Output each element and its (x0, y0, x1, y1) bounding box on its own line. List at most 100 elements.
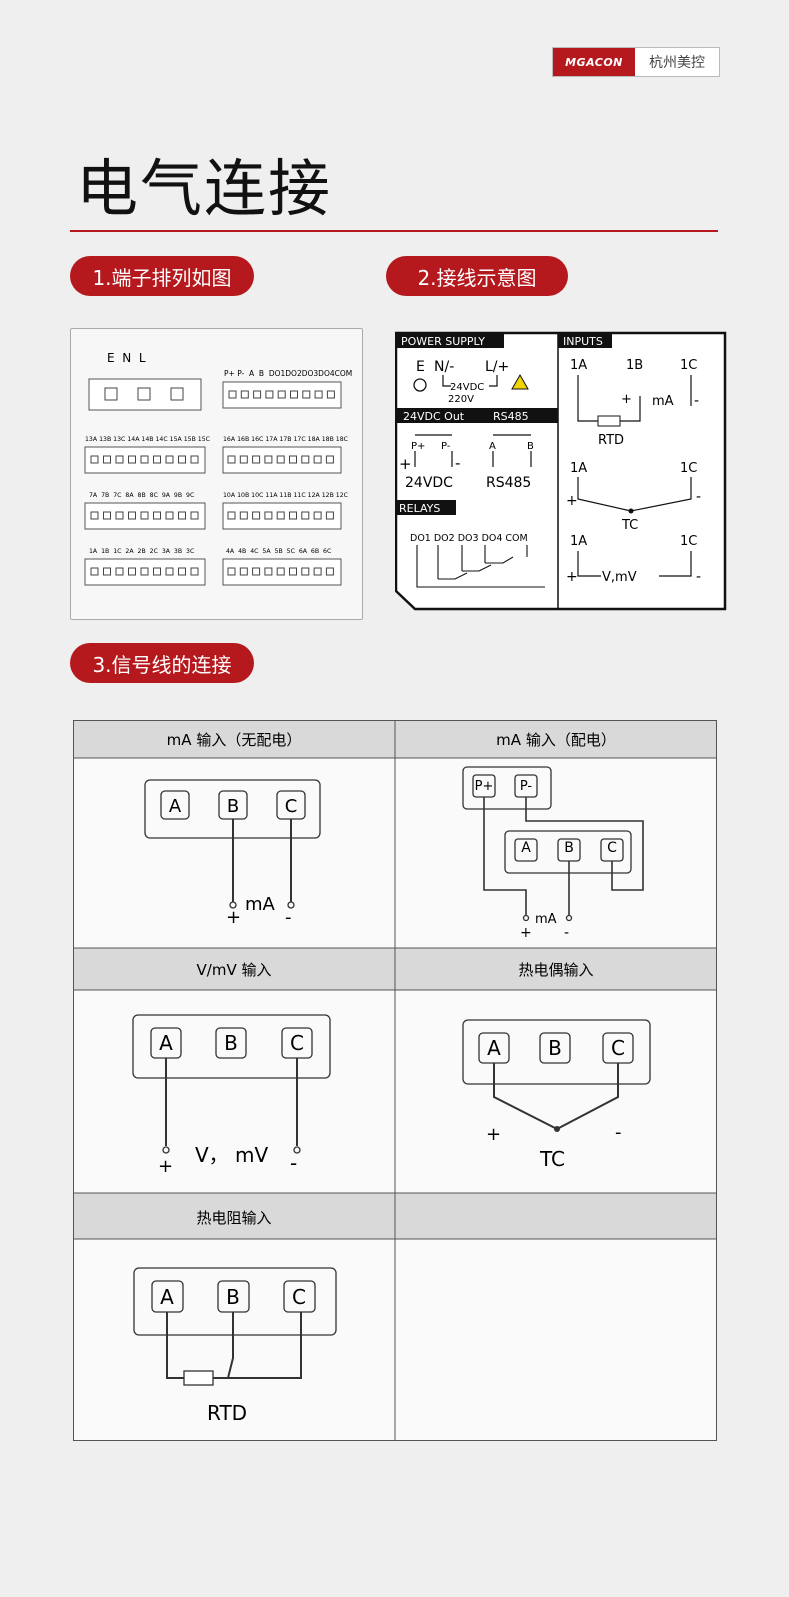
input-1a-label: 1A (570, 358, 587, 373)
earth-label: E (416, 359, 425, 375)
cell4-b: B (548, 1036, 562, 1060)
terminal-square (228, 390, 237, 399)
cell2-p-plus: P+ (475, 779, 494, 794)
neutral-label: N/- (434, 359, 454, 375)
row3-left-labels: 1A 1B 1C 2A 2B 2C 3A 3B 3C (89, 548, 194, 555)
rs485-b-label: B (527, 441, 534, 452)
v-plus-label: + (566, 569, 578, 585)
terminal-layout-diagram: E N L P+ P- A B DO1DO2DO3DO4COM 13A 13B … (84, 351, 352, 586)
terminal-square (276, 567, 285, 576)
terminal-square (115, 511, 124, 520)
cell3-minus: - (290, 1151, 297, 1175)
terminal-square (190, 455, 199, 464)
terminal-square (165, 511, 174, 520)
row2-left-labels: 7A 7B 7C 8A 8B 8C 9A 9B 9C (89, 492, 194, 499)
terminal-square (289, 455, 297, 464)
cell1-minus: - (285, 907, 292, 928)
cell5-a: A (160, 1285, 174, 1309)
power-supply-label: POWER SUPPLY (401, 335, 485, 348)
dc-plus-label: + (399, 455, 412, 473)
header-rtd: 热电阻输入 (196, 1209, 271, 1227)
voltage-220v-label: 220V (448, 394, 474, 405)
terminal-square (289, 511, 297, 520)
v-1c-label: 1C (680, 534, 697, 549)
cell1-plus: + (226, 907, 241, 928)
cell2-a: A (521, 840, 531, 856)
section-2-heading: 2.接线示意图 (386, 256, 568, 296)
terminal-square (314, 390, 323, 399)
cell2-p-minus: P- (520, 779, 533, 794)
terminal-square (90, 567, 99, 576)
input-1b-label: 1B (626, 358, 643, 373)
input-plus-label: + (621, 392, 632, 407)
cell2-b: B (564, 840, 574, 856)
cell2-plus: + (520, 925, 532, 941)
24vdc-out-label: 24VDC Out (403, 410, 465, 423)
title-divider (70, 230, 718, 232)
terminal-square (264, 455, 273, 464)
terminal-square (128, 455, 136, 464)
terminal-square (153, 455, 161, 464)
terminal-square (178, 455, 186, 464)
cell4-c: C (611, 1036, 625, 1060)
cell3-v-mv-label: V， mV (195, 1143, 269, 1167)
warning-icon (511, 373, 529, 390)
wiring-schematic-diagram: POWER SUPPLY INPUTS E N/- L/+ 24VDC 220V… (394, 331, 727, 611)
terminal-square (90, 455, 99, 464)
terminal-square (313, 455, 322, 464)
power-terminal-block (88, 378, 202, 411)
cell5-c: C (292, 1285, 306, 1309)
header-v-mv: V/mV 输入 (197, 961, 272, 979)
cell1-c: C (285, 796, 298, 817)
row1-right-labels: 16A 16B 16C 17A 17B 17C 18A 18B 18C (223, 436, 348, 443)
input-ma-label: mA (652, 394, 674, 409)
terminal-square (276, 511, 285, 520)
relays-label: RELAYS (399, 502, 440, 515)
tc-1c-label: 1C (680, 461, 697, 476)
terminal-square (103, 511, 111, 520)
terminal-square (227, 455, 236, 464)
input-rtd-label: RTD (598, 433, 624, 448)
terminal-square (103, 567, 111, 576)
wiring-schematic-panel: POWER SUPPLY INPUTS E N/- L/+ 24VDC 220V… (394, 331, 729, 611)
input-1c-label: 1C (680, 358, 697, 373)
terminal-square (290, 390, 298, 399)
terminal-square (90, 511, 99, 520)
cell1-b: B (227, 796, 239, 817)
logo-brand: MGACON (553, 48, 635, 76)
cell1-ma-label: mA (245, 894, 276, 915)
cell4-a: A (487, 1036, 501, 1060)
tc-1a-label: 1A (570, 461, 587, 476)
terminal-square (313, 567, 322, 576)
cell5-rtd-label: RTD (207, 1401, 247, 1425)
p-plus-label: P+ (411, 441, 425, 452)
header-ma-powered: mA 输入（配电） (496, 731, 616, 749)
terminal-square (140, 567, 149, 576)
dc-minus-label: - (455, 454, 460, 472)
terminal-square (253, 390, 262, 399)
terminal-square (190, 567, 199, 576)
inputs-label: INPUTS (563, 335, 603, 348)
cell2-minus: - (564, 925, 569, 941)
company-logo: MGACON 杭州美控 (552, 47, 720, 77)
terminal-square (301, 455, 310, 464)
terminal-square (165, 455, 174, 464)
terminal-square (115, 455, 124, 464)
cell3-a: A (159, 1031, 173, 1055)
cell5-b: B (226, 1285, 240, 1309)
terminal-layout-panel: E N L P+ P- A B DO1DO2DO3DO4COM 13A 13B … (70, 328, 363, 620)
row2-right-labels: 10A 10B 10C 11A 11B 11C 12A 12B 12C (223, 492, 348, 499)
terminal-square (252, 567, 261, 576)
terminal-square (178, 567, 186, 576)
terminal-square (313, 511, 322, 520)
io-terminal-labels: P+ P- A B DO1DO2DO3DO4COM (224, 369, 352, 378)
row3-right-labels: 4A 4B 4C 5A 5B 5C 6A 6B 6C (226, 548, 331, 555)
terminal-square (289, 567, 297, 576)
section-3-heading: 3.信号线的连接 (70, 643, 254, 683)
terminal-square (239, 511, 248, 520)
terminal-square (265, 390, 274, 399)
tc-plus-label: + (566, 493, 578, 509)
rs485-output-label: RS485 (486, 475, 531, 491)
terminal-square (264, 567, 273, 576)
input-minus-label: - (694, 393, 699, 409)
